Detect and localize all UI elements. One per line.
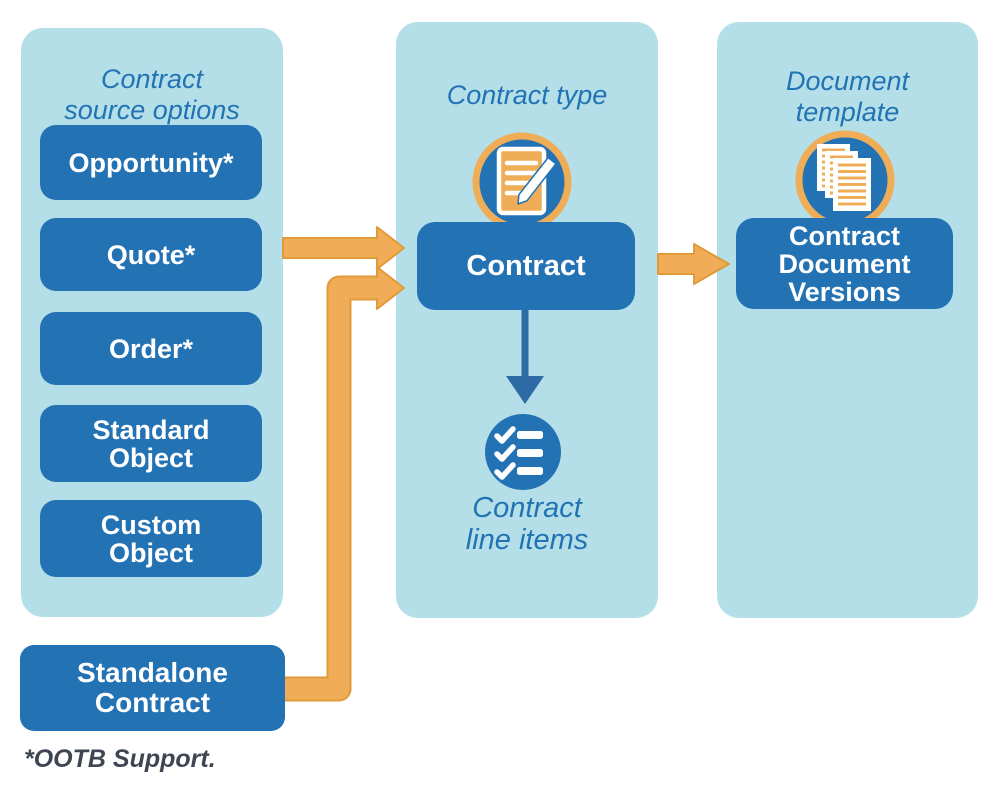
checklist-icon bbox=[485, 414, 561, 490]
arrow-sources-to-contract bbox=[282, 226, 405, 270]
arrow-contract-to-line-items bbox=[506, 305, 544, 404]
contract-edit-icon bbox=[472, 132, 572, 232]
footnote-ootb-support: *OOTB Support. bbox=[24, 745, 216, 773]
node-quote: Quote* bbox=[40, 218, 262, 291]
panel-title: Document template bbox=[785, 66, 910, 127]
node-contract: Contract bbox=[417, 222, 635, 310]
page-front bbox=[833, 158, 871, 211]
panel-title: Contract type bbox=[446, 80, 608, 110]
node-custom-object: Custom Object bbox=[40, 500, 262, 577]
panel-title: Contract source options bbox=[64, 64, 240, 125]
panel-document-template: Document template bbox=[717, 22, 978, 618]
node-contract-document-versions: Contract Document Versions bbox=[736, 218, 953, 309]
node-order: Order* bbox=[40, 312, 262, 385]
caption-contract-line-items: Contract line items bbox=[465, 492, 589, 556]
node-standalone-contract: Standalone Contract bbox=[20, 645, 285, 731]
arrow-contract-to-versions bbox=[657, 243, 730, 285]
document-stack-icon bbox=[795, 130, 895, 230]
node-standard-object: Standard Object bbox=[40, 405, 262, 482]
panel-contract-source-options: Contract source options Opportunity* Quo… bbox=[21, 28, 283, 617]
arrow-standalone-to-contract bbox=[285, 266, 405, 702]
node-opportunity: Opportunity* bbox=[40, 125, 262, 200]
